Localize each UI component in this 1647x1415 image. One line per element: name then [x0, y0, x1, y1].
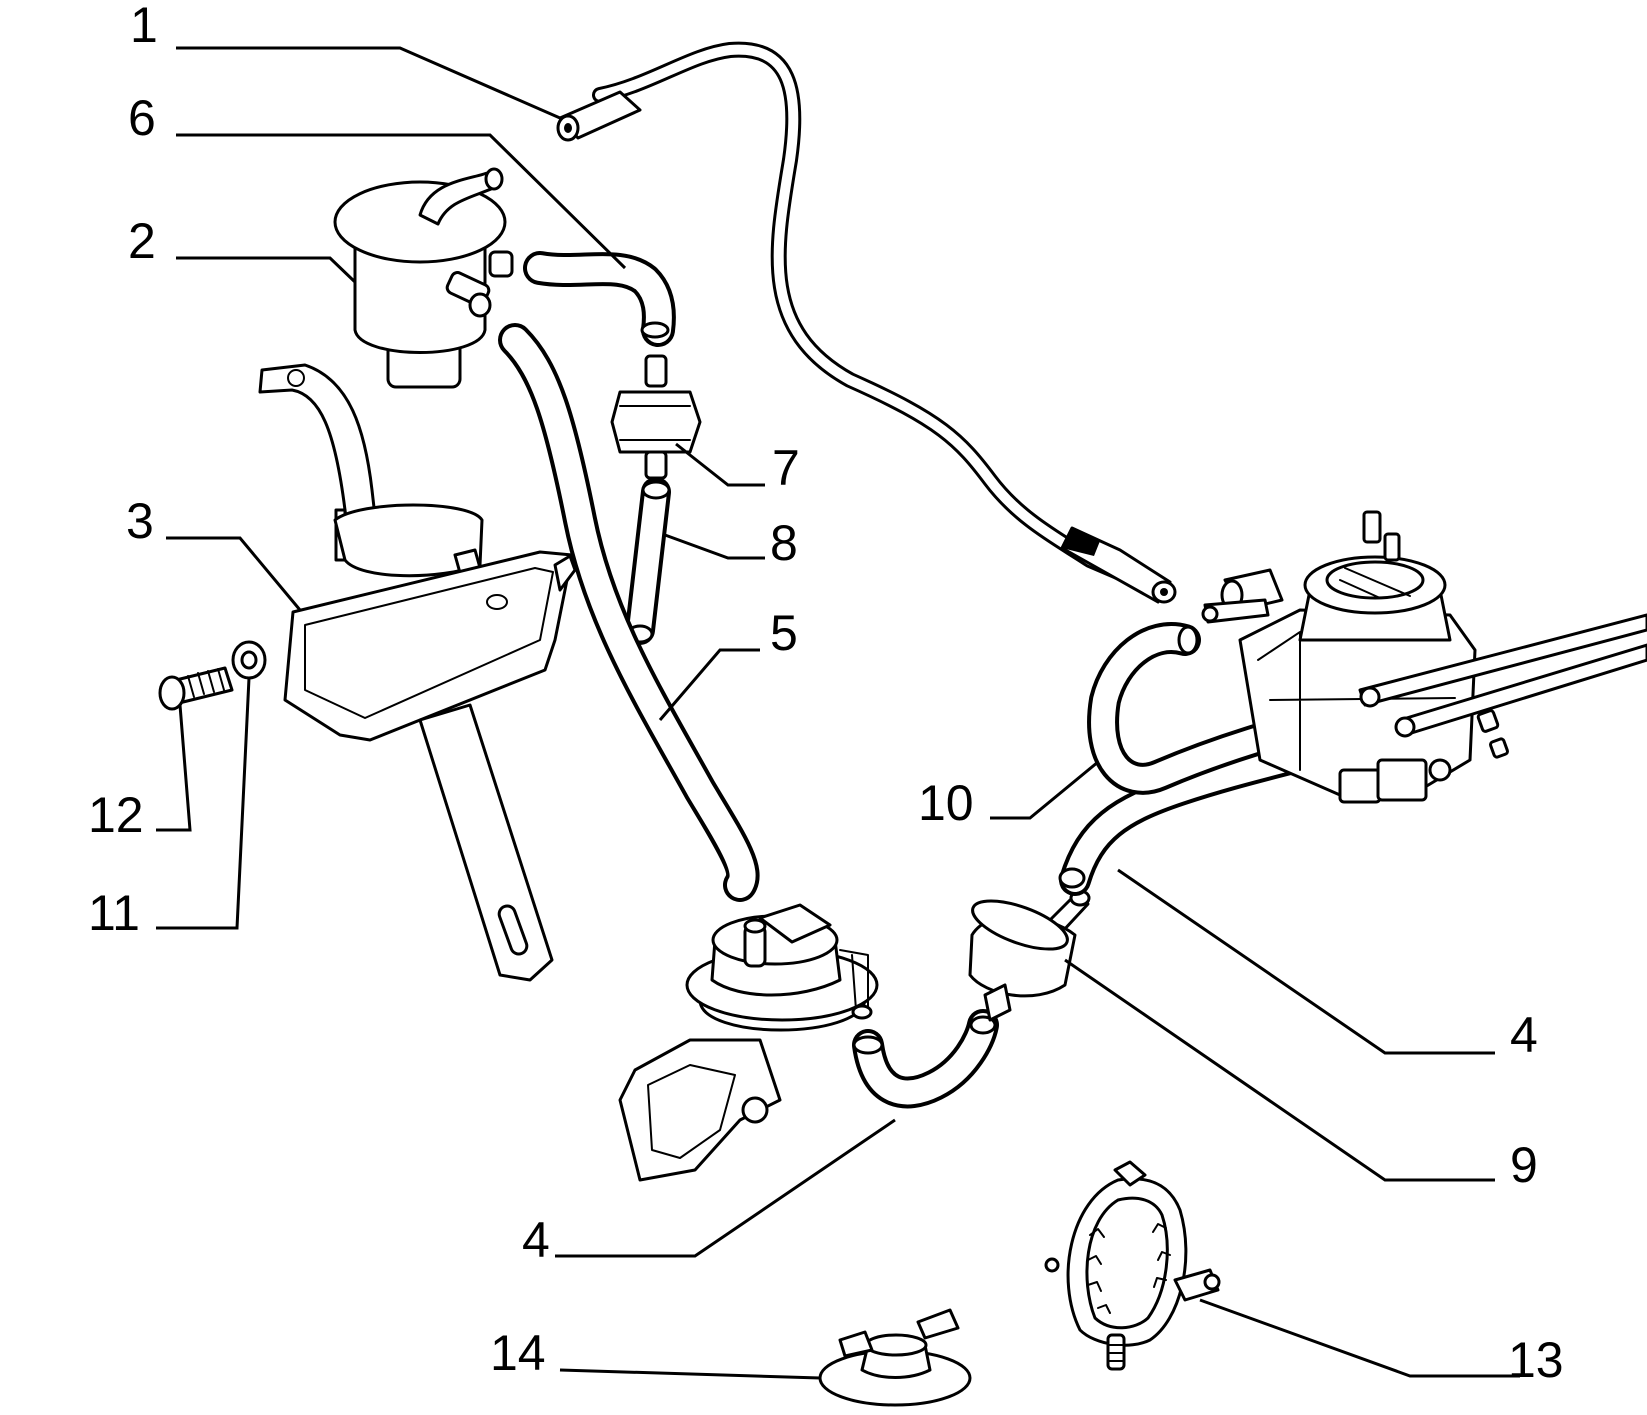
fuel-filter-part-7: [610, 354, 702, 480]
callout-12: 12: [88, 787, 144, 843]
leader-line-7: [675, 442, 765, 487]
canister-part-2: [333, 167, 514, 389]
callout-5: 5: [770, 605, 798, 661]
leader-line-4a: [1117, 868, 1495, 1055]
leader-line-6: [176, 133, 627, 270]
callout-14: 14: [490, 1325, 546, 1381]
callout-8: 8: [770, 515, 798, 571]
hose-clamp-part-13: [1044, 1160, 1221, 1371]
bolt-part-12: [158, 666, 234, 711]
leader-line-4b: [555, 1118, 896, 1258]
leader-line-12: [156, 704, 192, 832]
hose-part-8: [625, 477, 671, 645]
callout-1: 1: [130, 0, 158, 53]
leader-line-1: [176, 46, 561, 120]
callout-4a: 4: [1510, 1007, 1538, 1063]
leader-line-8: [664, 533, 765, 560]
callout-13: 13: [1508, 1332, 1564, 1388]
inline-filter-part-9: [968, 889, 1091, 1022]
vent-pipe-part-1: [556, 41, 1177, 604]
leader-line-5: [658, 648, 760, 721]
cap-part-14: [818, 1308, 972, 1407]
leader-line-11: [156, 677, 251, 930]
callout-2: 2: [128, 213, 156, 269]
fuel-pump: [618, 903, 879, 1182]
callout-3: 3: [126, 493, 154, 549]
bracket-part-3: [258, 363, 577, 982]
leader-line-13: [1199, 1298, 1520, 1378]
callout-11: 11: [88, 885, 140, 941]
hose-part-5: [498, 323, 760, 902]
leader-line-9: [1064, 958, 1495, 1182]
callout-10: 10: [918, 775, 974, 831]
leader-lines: [156, 46, 1520, 1380]
hose-part-6: [523, 251, 676, 347]
callout-7: 7: [772, 440, 800, 496]
callout-labels: 1 2 3 4 4 5 6 7 8 9 10 11 12 13 14: [88, 0, 1564, 1388]
callout-9: 9: [1510, 1137, 1538, 1193]
washer-part-11: [231, 640, 267, 680]
leader-line-10: [990, 760, 1099, 820]
hose-part-4-lower: [852, 1009, 999, 1109]
callout-4b: 4: [522, 1212, 550, 1268]
leader-line-14: [559, 1368, 821, 1380]
carburetor: [1201, 510, 1647, 804]
leader-line-2: [176, 256, 357, 284]
callout-6: 6: [128, 90, 156, 146]
leader-line-3: [166, 536, 302, 611]
